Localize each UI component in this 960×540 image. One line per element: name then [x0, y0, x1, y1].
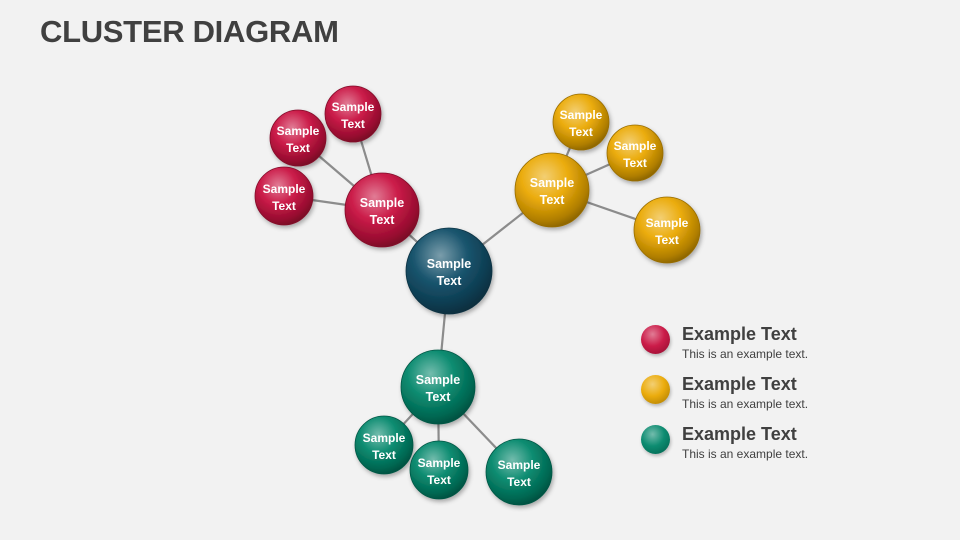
hub-node-green-label: Sample [416, 373, 461, 387]
legend-heading: Example Text [682, 424, 797, 444]
leaf-node-green-label: Sample [418, 456, 461, 470]
page-title: CLUSTER DIAGRAM [40, 14, 339, 49]
leaf-node-green-label: Text [372, 448, 396, 462]
leaf-node-red-label: Text [272, 199, 296, 213]
leaf-node-yellow-label: Text [623, 156, 647, 170]
legend-item-green: Example Text This is an example text. [640, 422, 940, 472]
center-node-circle [405, 227, 493, 315]
leaf-node-yellow-label: Sample [646, 216, 689, 230]
legend-marker-yellow [641, 375, 670, 404]
legend-heading: Example Text [682, 374, 797, 394]
legend-description: This is an example text. [682, 447, 809, 461]
legend-description: This is an example text. [682, 397, 809, 411]
hub-node-red-label: Sample [360, 196, 405, 210]
hub-node-red-circle [344, 172, 420, 248]
leaf-node-yellow-label: Text [569, 125, 593, 139]
legend-marker-green [641, 425, 670, 454]
hub-node-yellow-circle [514, 152, 590, 228]
legend-heading: Example Text [682, 324, 797, 344]
leaf-node-red-label: Text [341, 117, 365, 131]
leaf-node-green-label: Sample [498, 458, 541, 472]
leaf-node-green-circle [485, 438, 553, 506]
leaf-node-red-label: Text [286, 141, 310, 155]
center-node-label: Sample [427, 257, 472, 271]
legend-item-yellow: Example Text This is an example text. [640, 372, 940, 422]
leaf-node-green-label: Text [507, 475, 531, 489]
leaf-node-yellow-label: Sample [614, 139, 657, 153]
leaf-node-red-label: Sample [332, 100, 375, 114]
leaf-node-yellow-circle [633, 196, 701, 264]
leaf-node-red-circle [269, 109, 327, 167]
hub-node-red-label: Text [370, 213, 396, 227]
leaf-node-red-label: Sample [277, 124, 320, 138]
center-node-label: Text [437, 274, 463, 288]
leaf-node-red-circle [324, 85, 382, 143]
leaf-node-yellow-circle [606, 124, 664, 182]
leaf-node-green-label: Sample [363, 431, 406, 445]
leaf-node-yellow-label: Sample [560, 108, 603, 122]
hub-node-green-circle [400, 349, 476, 425]
hub-node-yellow-label: Sample [530, 176, 575, 190]
legend-description: This is an example text. [682, 347, 809, 361]
legend: Example Text This is an example text. Ex… [640, 322, 940, 472]
leaf-node-red-circle [254, 166, 314, 226]
leaf-node-green-circle [354, 415, 414, 475]
leaf-node-yellow-circle [552, 93, 610, 151]
leaf-node-yellow-label: Text [655, 233, 679, 247]
legend-marker-red [641, 325, 670, 354]
legend-item-red: Example Text This is an example text. [640, 322, 940, 372]
nodes: SampleTextSampleTextSampleTextSampleText… [254, 85, 701, 506]
leaf-node-green-label: Text [427, 473, 451, 487]
leaf-node-red-label: Sample [263, 182, 306, 196]
leaf-node-green-circle [409, 440, 469, 500]
hub-node-yellow-label: Text [540, 193, 566, 207]
hub-node-green-label: Text [426, 390, 452, 404]
